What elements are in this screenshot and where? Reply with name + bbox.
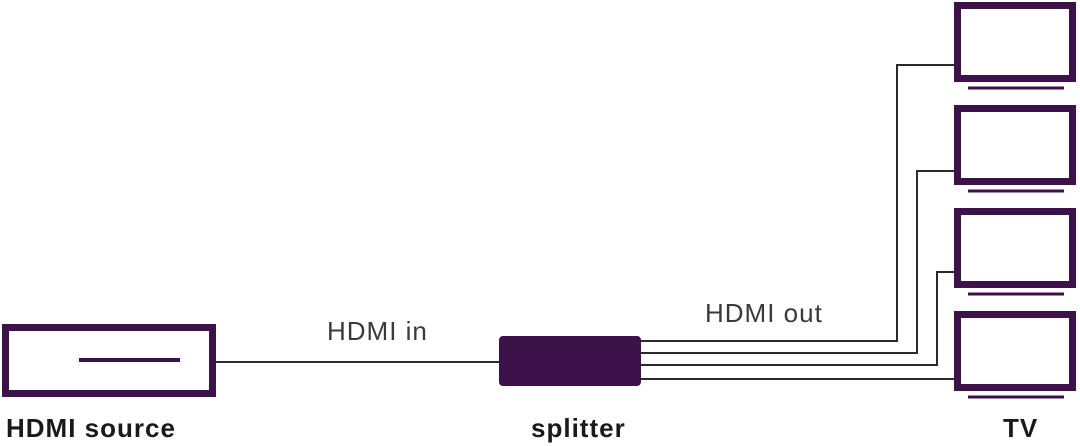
splitter-label: splitter	[531, 413, 626, 443]
hdmi-out-cables	[640, 64, 957, 380]
hdmi-out-cable-2	[640, 170, 957, 354]
tv-4	[954, 311, 1076, 399]
hdmi-source-device	[2, 324, 216, 397]
tv-1	[954, 2, 1076, 90]
splitter-box	[499, 336, 641, 386]
tv-3	[954, 208, 1076, 296]
tv-2	[954, 105, 1076, 193]
tv-label: TV	[1003, 413, 1039, 443]
hdmi-out-cable-3	[640, 271, 957, 366]
hdmi-out-cable-1	[640, 64, 957, 342]
hdmi-out-label: HDMI out	[705, 298, 823, 328]
hdmi-in-label: HDMI in	[327, 316, 428, 346]
hdmi-source-label: HDMI source	[6, 413, 176, 443]
